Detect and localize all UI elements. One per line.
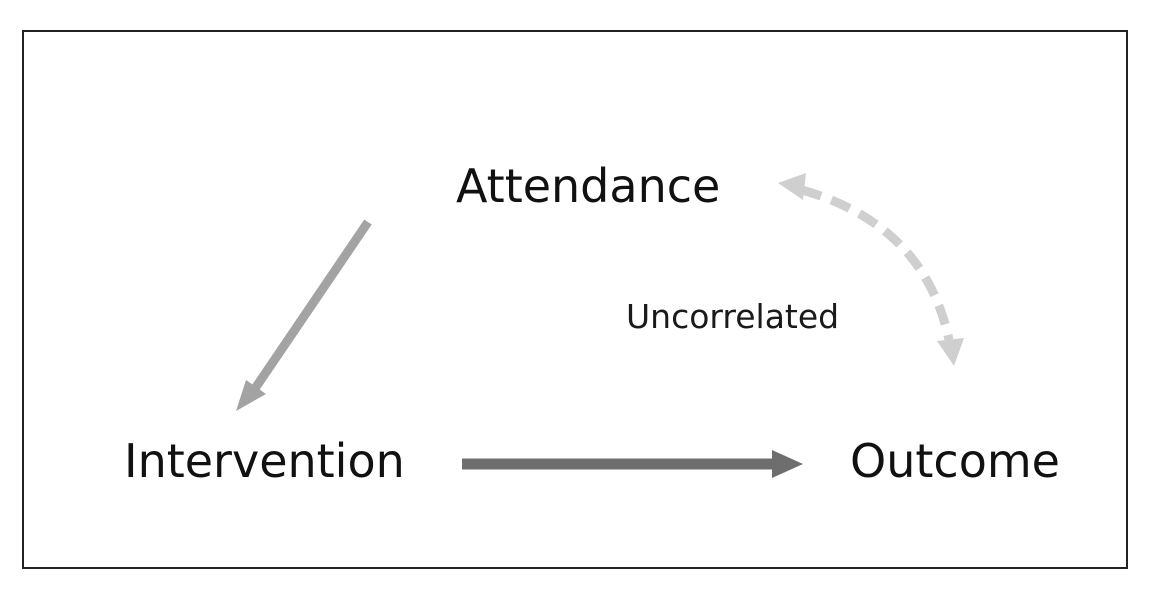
arrowhead-icon [236, 380, 266, 411]
node-attendance: Attendance [456, 159, 721, 213]
node-intervention: Intervention [124, 434, 405, 488]
edge-intervention-to-outcome [462, 450, 803, 478]
edge-attendance-outcome-uncorrelated [778, 173, 964, 366]
arrowhead-icon [772, 450, 803, 478]
arrowhead-icon [778, 173, 806, 200]
diagram-frame [22, 30, 1128, 569]
edge-label-uncorrelated: Uncorrelated [626, 297, 840, 336]
node-outcome: Outcome [850, 434, 1060, 488]
arrowhead-icon [937, 338, 964, 366]
edge-attendance-to-intervention [236, 219, 372, 411]
